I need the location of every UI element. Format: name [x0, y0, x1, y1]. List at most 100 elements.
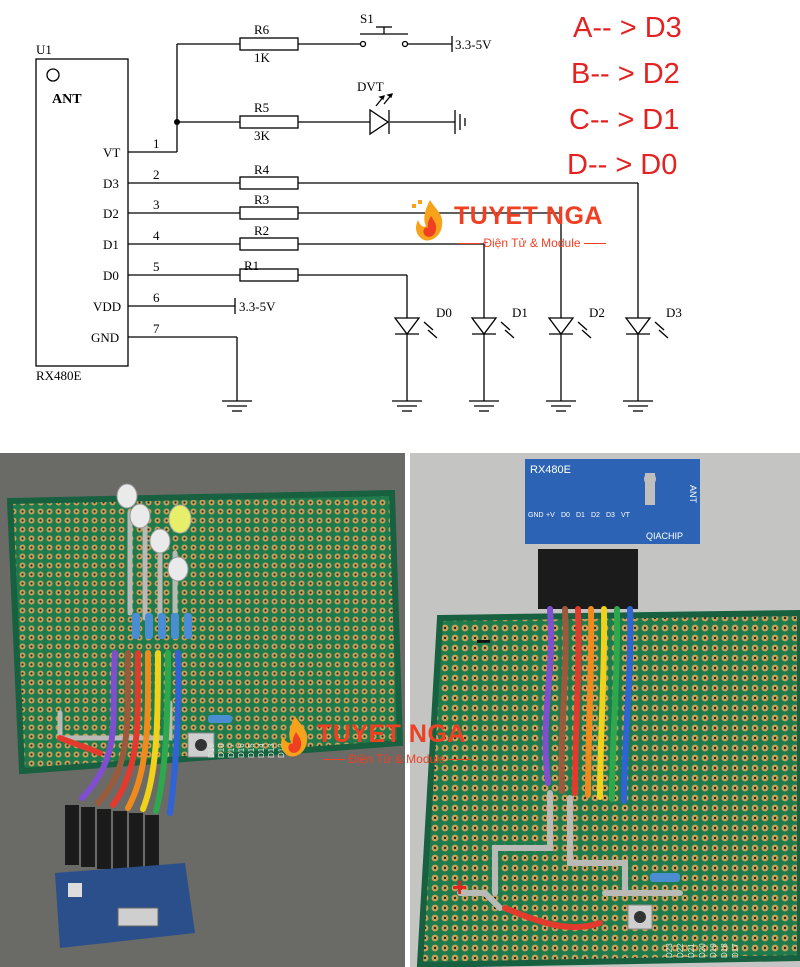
module-brand-label: QIACHIP	[646, 531, 683, 541]
led-cluster	[116, 483, 192, 582]
board-marking: D17	[227, 743, 236, 758]
led-dvt-symbol	[369, 93, 393, 136]
watermark-subtitle: Điện Tử & Module	[458, 236, 606, 250]
rx480e-module	[525, 459, 700, 544]
led-dvt-label: DVT	[357, 79, 384, 94]
flame-logo-icon	[281, 716, 308, 757]
module-pin-label: D1	[576, 512, 585, 519]
board-marking: D19	[207, 743, 216, 758]
module-ant-label: ANT	[688, 485, 698, 504]
module-pin-label: D3	[606, 512, 615, 519]
board-marking: D22	[676, 943, 685, 958]
board-marking: D17	[731, 943, 740, 958]
board-marking: D12	[277, 743, 286, 758]
pin-name-vdd: VDD	[93, 299, 121, 314]
schematic-diagram: U1 ANT RX480E VT D3 D2 D1 D0 VDD GND 1 2…	[35, 11, 682, 412]
pin-number-7: 7	[153, 321, 160, 336]
ic-name-label: RX480E	[36, 368, 82, 383]
mapping-a-d3: A-- > D3	[573, 12, 682, 44]
board-marking: D18	[720, 943, 729, 958]
board-marking: D16	[237, 743, 246, 758]
resistor	[650, 873, 680, 882]
module-pin-label: GND	[528, 512, 544, 519]
pin-name-d3: D3	[103, 176, 119, 191]
pin-name-d0: D0	[103, 268, 119, 283]
module-pin-label: +V	[546, 512, 555, 519]
ground-symbol	[222, 400, 252, 412]
switch-label: S1	[360, 11, 374, 26]
ground-symbol	[546, 400, 576, 412]
pin-number-2: 2	[153, 167, 160, 182]
pin-number-6: 6	[153, 290, 160, 305]
pin-name-vt: VT	[103, 145, 120, 160]
board-marking: D14	[257, 743, 266, 758]
ground-symbol	[623, 400, 653, 412]
pin-number-4: 4	[153, 228, 160, 243]
board-marking: D15	[247, 743, 256, 758]
resistor-r4	[239, 176, 299, 190]
plus-mark: +	[452, 872, 467, 902]
pcb-board	[6, 489, 404, 775]
minus-mark: −	[476, 626, 491, 656]
female-header-connector	[65, 805, 159, 875]
led-d1-label: D1	[512, 305, 528, 320]
watermark-brand: TUYET NGA	[454, 202, 603, 230]
mapping-b-d2: B-- > D2	[571, 58, 680, 90]
board-marking: D20	[698, 943, 707, 958]
led-d0-symbol	[393, 317, 438, 339]
resistor-r6-value: 1K	[254, 50, 271, 65]
led-d3-label: D3	[666, 305, 682, 320]
rx480e-module	[55, 863, 195, 948]
board-marking: D18	[217, 743, 226, 758]
ground-symbol	[392, 400, 422, 412]
resistor-r5-ref: R5	[254, 100, 269, 115]
pin-number-5: 5	[153, 259, 160, 274]
u1-label: U1	[36, 42, 52, 57]
ground-symbol	[469, 400, 499, 412]
pin1-marker	[46, 68, 60, 82]
resistor-r1-ref: R1	[244, 258, 259, 273]
pin-name-d2: D2	[103, 206, 119, 221]
module-pin-label: D0	[561, 512, 570, 519]
photo-module-wiring-right: RX480E QIACHIP ANT GND +V D0 D1 D2 D3 VT	[410, 453, 800, 967]
pin-name-gnd: GND	[91, 330, 119, 345]
board-marking: D13	[267, 743, 276, 758]
resistor-r3-ref: R3	[254, 192, 269, 207]
mapping-c-d1: C-- > D1	[569, 104, 680, 136]
board-marking: D21	[687, 943, 696, 958]
vdd-supply-label: 3.3-5V	[239, 299, 276, 314]
resistor-r6-ref: R6	[254, 22, 270, 37]
watermark-brand: TUYET NGA	[317, 720, 466, 748]
mapping-d-d0: D-- > D0	[567, 149, 678, 181]
resistor-row	[132, 613, 232, 723]
module-pin-label: VT	[621, 512, 631, 519]
rainbow-ribbon-wires	[57, 650, 182, 816]
watermark-subtitle: Điện Tử & Module	[323, 752, 471, 766]
female-header-connector	[538, 549, 638, 609]
resistor-r2-ref: R2	[254, 223, 269, 238]
resistor-r3	[239, 206, 299, 220]
flame-logo-icon	[412, 200, 443, 241]
pin-number-3: 3	[153, 197, 160, 212]
led-d2-symbol	[547, 317, 592, 339]
supply-label: 3.3-5V	[455, 37, 492, 52]
resistor-r2	[239, 237, 299, 251]
led-d2-label: D2	[589, 305, 605, 320]
junction-dot	[174, 119, 180, 125]
resistor-r5	[239, 115, 299, 129]
module-pin-label: D2	[591, 512, 600, 519]
pin-number-1: 1	[153, 136, 160, 151]
board-marking: D23	[665, 943, 674, 958]
rainbow-ribbon-wires	[502, 606, 634, 931]
led-d1-symbol	[470, 317, 515, 339]
resistor-r5-value: 3K	[254, 128, 271, 143]
led-d3-symbol	[624, 317, 669, 339]
board-marking: D19	[709, 943, 718, 958]
photo-assembled-board-left: D19 D18 D17 D16 D15 D14 D13 D12	[0, 453, 405, 967]
module-model-label: RX480E	[530, 464, 571, 476]
led-d0-label: D0	[436, 305, 452, 320]
pin-name-d1: D1	[103, 237, 119, 252]
resistor-r4-ref: R4	[254, 162, 270, 177]
resistor-r6	[239, 37, 299, 51]
ant-label: ANT	[52, 92, 82, 107]
